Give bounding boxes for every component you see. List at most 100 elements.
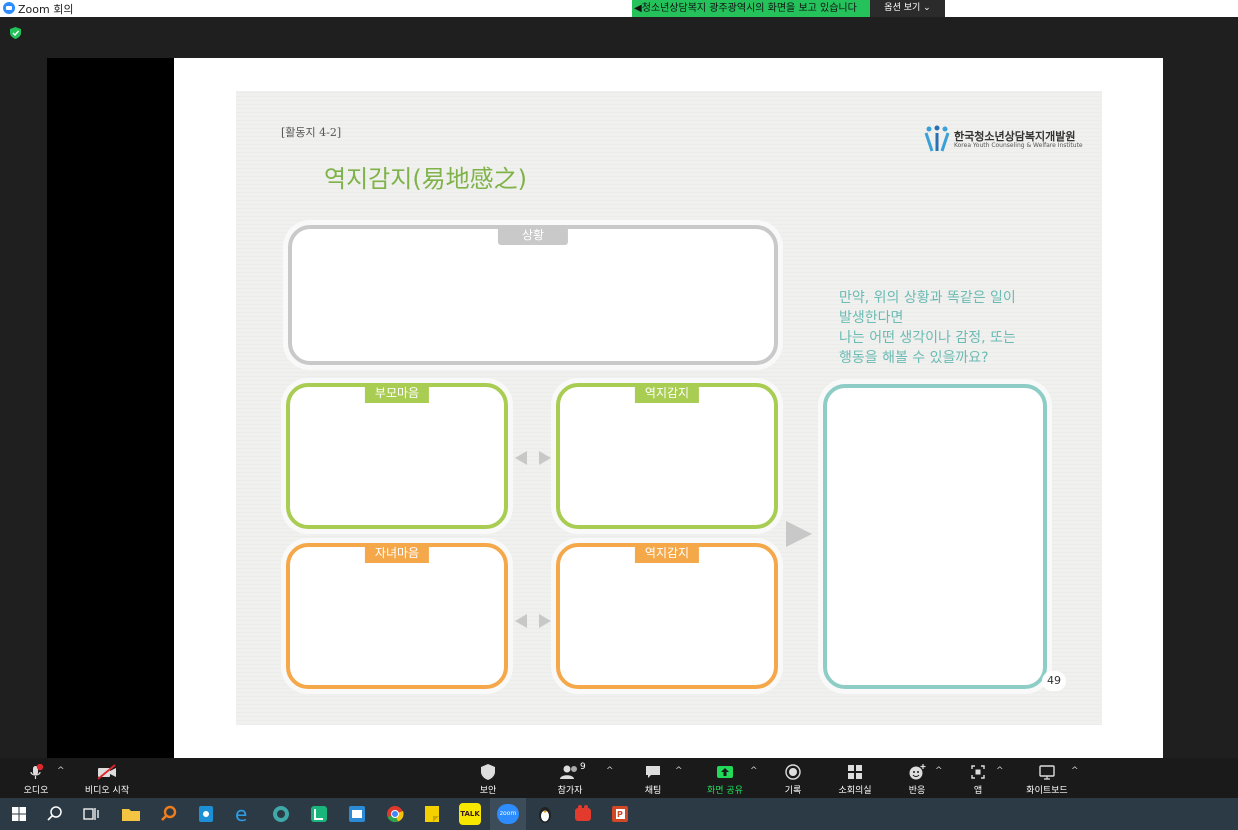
svg-text:e: e bbox=[235, 803, 247, 825]
share-banner-text: 청소년상담복지 광주광역시의 화면을 보고 있습니다 bbox=[641, 3, 857, 14]
reactions-label: 반응 bbox=[908, 786, 926, 796]
share-options-caret[interactable]: ^ bbox=[750, 766, 758, 776]
activity-label: [활동지 4-2] bbox=[281, 126, 342, 139]
participant-count: 9 bbox=[580, 762, 586, 772]
question-line-2: 발생한다면 bbox=[839, 310, 904, 326]
answer-box bbox=[823, 384, 1047, 689]
breakout-label: 소회의실 bbox=[838, 786, 872, 796]
situation-label: 상황 bbox=[497, 225, 569, 245]
svg-text:P: P bbox=[617, 810, 623, 819]
whiteboard-button[interactable]: 화이트보드 bbox=[1020, 758, 1074, 798]
child-mind-label: 자녀마음 bbox=[364, 543, 430, 563]
participants-button[interactable]: 9 참가자 bbox=[550, 758, 590, 798]
whiteboard-options-caret[interactable]: ^ bbox=[1071, 766, 1079, 776]
red-app-icon[interactable] bbox=[572, 803, 594, 825]
slide-title: 역지감지(易地感之) bbox=[324, 165, 528, 193]
empathy-bottom-box: 역지감지 bbox=[556, 543, 778, 689]
record-icon bbox=[785, 764, 801, 780]
microphone-icon bbox=[30, 764, 44, 779]
file-explorer-icon[interactable] bbox=[120, 803, 142, 825]
powerpoint-icon[interactable]: P bbox=[609, 803, 631, 825]
empathy-bottom-label: 역지감지 bbox=[634, 543, 700, 563]
window-title: Zoom 회의 bbox=[18, 3, 74, 16]
meeting-toolbar: 오디오 ^ 비디오 시작 보안 9 참가자 ^ 채팅 ^ 화면 공유 ^ bbox=[0, 758, 1238, 798]
org-name: 한국청소년상담복지개발원 bbox=[954, 130, 1076, 143]
security-label: 보안 bbox=[479, 786, 497, 796]
org-logo: 한국청소년상담복지개발원 Korea Youth Counseling & We… bbox=[924, 125, 1084, 155]
reactions-options-caret[interactable]: ^ bbox=[935, 766, 943, 776]
security-button[interactable]: 보안 bbox=[472, 758, 504, 798]
chevron-down-icon: ⌄ bbox=[923, 3, 931, 13]
double-arrow-top-icon bbox=[515, 451, 551, 465]
edge-icon[interactable]: e bbox=[232, 803, 254, 825]
whiteboard-icon bbox=[1039, 765, 1055, 780]
question-line-3: 나는 어떤 생각이나 감정, 또는 bbox=[839, 330, 1016, 346]
task-view-icon[interactable] bbox=[80, 803, 102, 825]
right-arrow-icon bbox=[786, 521, 812, 547]
apps-icon bbox=[971, 765, 985, 779]
video-off-icon bbox=[97, 764, 116, 780]
apps-label: 앱 bbox=[973, 786, 983, 796]
question-line-4: 행동을 해볼 수 있을까요? bbox=[839, 350, 989, 366]
question-text: 만약, 위의 상황과 똑같은 일이 발생한다면 나는 어떤 생각이나 감정, 또… bbox=[839, 288, 1069, 368]
start-video-button[interactable]: 비디오 시작 bbox=[80, 758, 134, 798]
participants-options-caret[interactable]: ^ bbox=[606, 766, 614, 776]
speaker-icon: ◀ bbox=[634, 3, 642, 14]
whiteboard-label: 화이트보드 bbox=[1026, 786, 1068, 796]
encryption-shield-icon[interactable] bbox=[10, 27, 21, 39]
window-titlebar: Zoom 회의 bbox=[0, 0, 1238, 17]
double-arrow-bottom-icon bbox=[515, 614, 551, 628]
browser-icon[interactable] bbox=[270, 803, 292, 825]
parent-mind-box: 부모마음 bbox=[286, 383, 508, 529]
empathy-top-label: 역지감지 bbox=[634, 383, 700, 403]
sticky-notes-icon[interactable] bbox=[421, 803, 443, 825]
penguin-app-icon[interactable] bbox=[534, 803, 556, 825]
share-screen-icon bbox=[717, 766, 733, 778]
slide: [활동지 4-2] 한국청소년상담복지개발원 Korea Youth Couns… bbox=[236, 91, 1102, 725]
record-button[interactable]: 기록 bbox=[778, 758, 808, 798]
view-options-label: 옵션 보기 bbox=[884, 3, 921, 13]
participants-label: 참가자 bbox=[557, 786, 583, 796]
breakout-rooms-button[interactable]: 소회의실 bbox=[834, 758, 876, 798]
situation-box: 상황 bbox=[288, 225, 778, 365]
apps-button[interactable]: 앱 bbox=[966, 758, 990, 798]
blue-app-icon[interactable] bbox=[346, 803, 368, 825]
zoom-icon-label: zoom bbox=[497, 804, 519, 824]
participants-icon bbox=[560, 765, 577, 779]
windows-taskbar: e TALK zoom P bbox=[0, 798, 1238, 830]
audio-button[interactable]: 오디오 bbox=[18, 758, 54, 798]
smiley-icon bbox=[909, 764, 926, 780]
chat-button[interactable]: 채팅 bbox=[638, 758, 668, 798]
audio-options-caret[interactable]: ^ bbox=[57, 766, 65, 776]
org-name-en: Korea Youth Counseling & Welfare Institu… bbox=[954, 142, 1083, 149]
share-label: 화면 공유 bbox=[707, 786, 743, 796]
breakout-rooms-icon bbox=[848, 765, 862, 779]
screen-share-banner: ◀청소년상담복지 광주광역시의 화면을 보고 있습니다 bbox=[632, 0, 870, 17]
green-app-icon[interactable] bbox=[308, 803, 330, 825]
share-screen-button[interactable]: 화면 공유 bbox=[702, 758, 748, 798]
parent-mind-label: 부모마음 bbox=[364, 383, 430, 403]
question-line-1: 만약, 위의 상황과 똑같은 일이 bbox=[839, 290, 1016, 306]
audio-label: 오디오 bbox=[23, 786, 49, 796]
network-app-icon[interactable] bbox=[195, 803, 217, 825]
search-app-icon[interactable] bbox=[158, 803, 180, 825]
search-icon[interactable] bbox=[44, 803, 66, 825]
apps-options-caret[interactable]: ^ bbox=[996, 766, 1004, 776]
video-label: 비디오 시작 bbox=[84, 786, 130, 796]
chrome-icon[interactable] bbox=[384, 803, 406, 825]
kakaotalk-icon[interactable]: TALK bbox=[459, 803, 481, 825]
empathy-top-box: 역지감지 bbox=[556, 383, 778, 529]
child-mind-box: 자녀마음 bbox=[286, 543, 508, 689]
view-options-button[interactable]: 옵션 보기 ⌄ bbox=[870, 0, 945, 17]
zoom-logo-icon bbox=[3, 2, 15, 14]
reactions-button[interactable]: 반응 bbox=[902, 758, 932, 798]
security-shield-icon bbox=[481, 764, 495, 780]
zoom-icon[interactable]: zoom bbox=[490, 798, 526, 830]
chat-icon bbox=[646, 766, 660, 778]
windows-start-icon[interactable] bbox=[8, 803, 30, 825]
chat-label: 채팅 bbox=[644, 786, 662, 796]
chat-options-caret[interactable]: ^ bbox=[675, 766, 683, 776]
org-logo-icon bbox=[924, 125, 950, 152]
page-number: 49 bbox=[1042, 671, 1066, 691]
record-label: 기록 bbox=[784, 786, 802, 796]
